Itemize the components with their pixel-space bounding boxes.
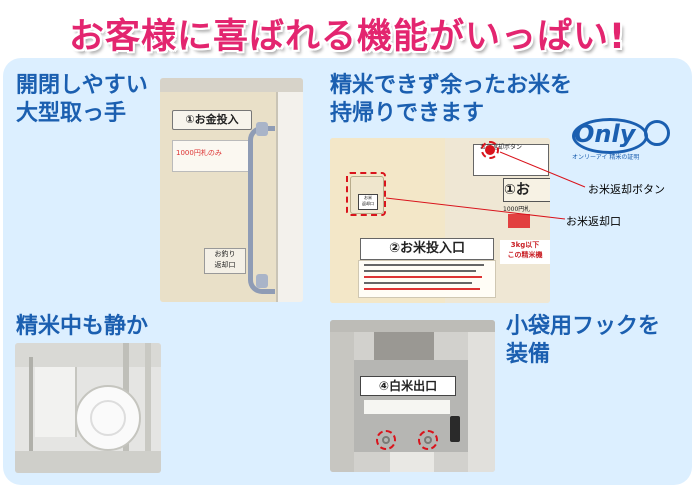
hook-left bbox=[376, 430, 396, 450]
feature-label-hook: 小袋用フックを 装備 bbox=[506, 314, 661, 367]
photo-handle: ①お金投入 1000円札のみ お釣り 返却口 bbox=[160, 78, 303, 302]
hook-right bbox=[418, 430, 438, 450]
callout-return-outlet: お米返却口 bbox=[566, 215, 621, 228]
rice-return-button[interactable] bbox=[485, 145, 495, 155]
only-logo: Only オンリーアイ 精米の証明 bbox=[566, 118, 688, 166]
photo-hook: ④白米出口 bbox=[330, 320, 495, 472]
capacity-note: 3kg以下 この精米機 bbox=[500, 240, 550, 264]
feature-label-handle: 開閉しやすい 大型取っ手 bbox=[16, 73, 148, 126]
callout-return-button: お米返却ボタン bbox=[588, 183, 665, 196]
rice-outlet-plate: ④白米出口 bbox=[360, 376, 456, 396]
logo-subtext: オンリーアイ 精米の証明 bbox=[572, 154, 640, 161]
return-button-plate: お米返却ボタン bbox=[480, 144, 523, 151]
coin-insert-plate: ①お金投入 bbox=[172, 110, 252, 130]
change-return-plate: お釣り 返却口 bbox=[204, 248, 246, 274]
feature-label-rice-return: 精米できず余ったお米を 持帰りできます bbox=[330, 73, 573, 126]
money-note: 1000円札のみ bbox=[176, 149, 222, 157]
bill-note: 1000円札 bbox=[503, 206, 531, 213]
photo-quiet bbox=[15, 343, 161, 473]
headline: お客様に喜ばれる機能がいっぱい! bbox=[69, 17, 626, 57]
callout-lines bbox=[385, 151, 586, 220]
feature-label-quiet: 精米中も静か bbox=[16, 314, 149, 339]
coin-plate-short: ①お bbox=[503, 178, 550, 202]
door-handle bbox=[248, 126, 275, 294]
rice-return-slot: お米 返却口 bbox=[358, 194, 378, 210]
rice-insert-plate: ②お米投入口 bbox=[360, 238, 494, 260]
logo-wordmark: Only bbox=[574, 120, 636, 148]
